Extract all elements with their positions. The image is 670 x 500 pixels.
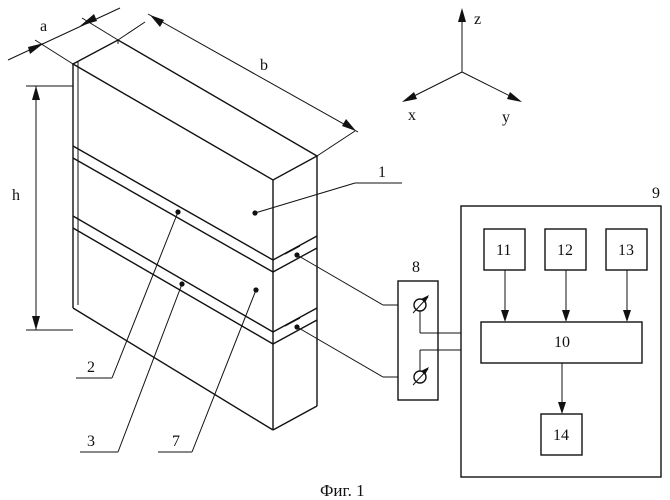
label-7: 7 [172,433,180,450]
switch-block-8: 8 [398,259,438,400]
coordinate-axes: z x y [402,8,522,126]
label-11: 11 [496,242,511,259]
figure-caption: Фиг. 1 [320,481,365,500]
dimension-h-label: h [12,187,20,204]
label-2: 2 [87,359,95,376]
axis-x-label: x [408,107,416,124]
dimension-h: h [12,86,73,330]
dimension-a-label: a [40,18,47,35]
axis-z-label: z [474,11,481,28]
wires [294,252,405,377]
label-14: 14 [553,427,569,444]
label-8: 8 [412,259,420,276]
layered-block [73,40,317,430]
label-1: 1 [378,164,386,181]
label-13: 13 [618,242,634,259]
dimension-b-label: b [260,57,268,74]
label-12: 12 [557,242,573,259]
label-3: 3 [87,433,95,450]
block-top-face [73,40,317,180]
label-9: 9 [652,185,660,202]
label-10: 10 [554,334,570,351]
axis-y-label: y [502,109,510,126]
unit-9: 9 11 12 13 10 14 [461,185,661,477]
